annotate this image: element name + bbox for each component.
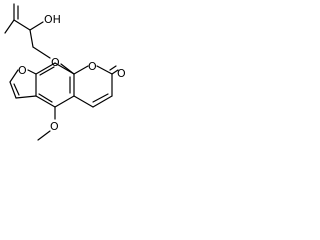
- furan-ring: [9, 69, 37, 99]
- bond-c2-c1: [29, 29, 34, 48]
- carbonyl-oxygen-label: O: [117, 67, 126, 80]
- methoxy-oxygen-label: O: [50, 120, 59, 133]
- pyranone-ring: [73, 65, 119, 108]
- methoxy-group: [37, 106, 56, 141]
- lactone-ring-oxygen-label: O: [88, 60, 97, 73]
- bond-pyr-1: [73, 65, 89, 75]
- side-chain: [4, 3, 75, 75]
- bond-pyr-inner: [92, 93, 109, 103]
- bond-ring-3: [35, 95, 56, 108]
- bond-fur-4: [15, 95, 37, 99]
- bond-fur-1: [27, 69, 37, 75]
- bond-c1-o: [32, 46, 51, 59]
- hydroxyl-label: OH: [44, 13, 61, 26]
- bond-fur-3: [9, 81, 17, 99]
- bond-fur-2: [9, 69, 19, 83]
- bond-ring-6: [54, 62, 75, 75]
- benzene-ring: [35, 62, 75, 108]
- ether-oxygen-label: O: [51, 56, 60, 69]
- bond-pyr-4: [92, 95, 113, 108]
- bond-pyr-2: [96, 65, 113, 75]
- bond-ring-inner-3: [39, 66, 55, 76]
- bond-c3-c2: [13, 19, 31, 31]
- bond-carbonyl-2: [109, 65, 117, 71]
- bond-o-ch3: [37, 130, 51, 141]
- bond-carbonyl-1: [111, 69, 119, 75]
- bond-fur-inner: [13, 83, 20, 96]
- bond-ring-2: [54, 95, 75, 108]
- bond-ring-inner-2: [38, 93, 53, 103]
- bond-ring-5: [35, 62, 56, 75]
- bond-c2-oh: [29, 21, 44, 31]
- bond-pyr-5: [73, 95, 94, 108]
- structure-diagram: OH O O O O O: [4, 3, 126, 141]
- bond-methyl: [4, 19, 15, 34]
- furan-oxygen-label: O: [18, 64, 27, 77]
